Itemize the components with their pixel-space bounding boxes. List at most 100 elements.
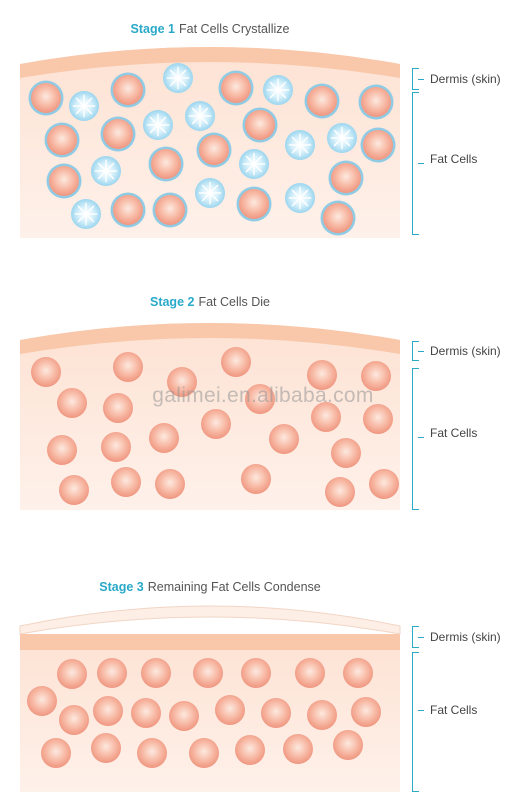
stage-1-diagram [20, 47, 400, 238]
fat-cell [49, 166, 79, 196]
fat-cell [47, 435, 77, 465]
crystal-spike [105, 170, 115, 180]
crystal-spike [85, 213, 95, 223]
fat-cell [101, 432, 131, 462]
fat-cell [245, 384, 275, 414]
crystal-spike [201, 192, 211, 202]
crystal-spike [77, 205, 87, 215]
crystal-spike [299, 197, 309, 207]
crystal-spike [75, 105, 85, 115]
fat-cell [241, 464, 271, 494]
stage-3-fat-label: Fat Cells [430, 703, 478, 717]
stage-1-dermis-label: Dermis (skin) [430, 72, 501, 86]
stage-2-dermis-brace [412, 341, 419, 361]
fat-cell [241, 658, 271, 688]
fat-cell [41, 738, 71, 768]
crystal-spike [333, 137, 343, 147]
fat-cell [59, 475, 89, 505]
stage-1-label: Stage 1 [130, 22, 176, 36]
crystal-spike [291, 189, 301, 199]
crystal-spike [291, 197, 301, 207]
crystal-spike [341, 137, 351, 147]
crystal-spike [291, 136, 301, 146]
fat-cell [363, 404, 393, 434]
stage-2-fat-cells [31, 347, 399, 507]
fat-cell [169, 701, 199, 731]
fat-cell [111, 467, 141, 497]
crystal-spike [209, 184, 219, 194]
stage-2-caption: Fat Cells Die [198, 295, 270, 309]
stage-1-fat-label: Fat Cells [430, 152, 478, 166]
fat-cell [221, 73, 251, 103]
stage-1-dermis-brace [412, 68, 419, 90]
crystal-spike [209, 192, 219, 202]
stage-3-fat-cells [27, 658, 381, 768]
fat-cell [113, 352, 143, 382]
stage-1-dermis [20, 47, 400, 78]
fat-cell [235, 735, 265, 765]
crystal-spike [277, 81, 287, 91]
crystal-spike [253, 155, 263, 165]
fat-cell [201, 409, 231, 439]
crystal-spike [77, 213, 87, 223]
stage-2-fat-label: Fat Cells [430, 426, 478, 440]
crystal-spike [201, 184, 211, 194]
fat-cell [343, 658, 373, 688]
fat-cell [189, 738, 219, 768]
stage-3-old-skin-outline [19, 605, 401, 635]
fat-cell [325, 477, 355, 507]
fat-cell [269, 424, 299, 454]
fat-cell [103, 393, 133, 423]
crystal-spike [149, 124, 159, 134]
fat-cell [331, 438, 361, 468]
stage-3-diagram [19, 605, 401, 792]
fat-cell [261, 698, 291, 728]
fat-cell [361, 361, 391, 391]
fat-cell [307, 86, 337, 116]
fat-cell [57, 659, 87, 689]
fat-cell [93, 696, 123, 726]
stage-3-caption: Remaining Fat Cells Condense [147, 580, 321, 594]
crystal-spike [191, 107, 201, 117]
fat-cell [215, 695, 245, 725]
fat-cell [155, 195, 185, 225]
stage-2-dermis [20, 323, 400, 354]
fat-cell [199, 135, 229, 165]
crystal-spike [97, 162, 107, 172]
fat-cell [239, 189, 269, 219]
fat-cell [351, 697, 381, 727]
crystal-spike [299, 189, 309, 199]
fat-cell [113, 195, 143, 225]
crystal-spike [245, 163, 255, 173]
crystal-spike [199, 115, 209, 125]
fat-cell [131, 698, 161, 728]
crystal-spike [277, 89, 287, 99]
crystal-spike [157, 116, 167, 126]
stage-3-fat-brace [412, 652, 419, 792]
fat-cell [137, 738, 167, 768]
fat-cell [103, 119, 133, 149]
crystal-spike [299, 144, 309, 154]
fat-cell [295, 658, 325, 688]
stage-3-dermis-label: Dermis (skin) [430, 630, 501, 644]
fat-cell [91, 733, 121, 763]
fat-cell [57, 388, 87, 418]
stage-1-fat-cells [28, 63, 396, 236]
fat-cell [31, 83, 61, 113]
stage-2-dermis-label: Dermis (skin) [430, 344, 501, 358]
crystal-spike [291, 144, 301, 154]
crystal-spike [85, 205, 95, 215]
crystal-spike [269, 81, 279, 91]
fat-cell [369, 469, 399, 499]
crystal-spike [177, 77, 187, 87]
fat-cell [245, 110, 275, 140]
crystal-spike [199, 107, 209, 117]
fat-cell [155, 469, 185, 499]
crystal-spike [157, 124, 167, 134]
crystal-spike [83, 97, 93, 107]
stage-2-label: Stage 2 [149, 295, 195, 309]
crystal-spike [333, 129, 343, 139]
fat-cell [27, 686, 57, 716]
crystal-spike [269, 89, 279, 99]
